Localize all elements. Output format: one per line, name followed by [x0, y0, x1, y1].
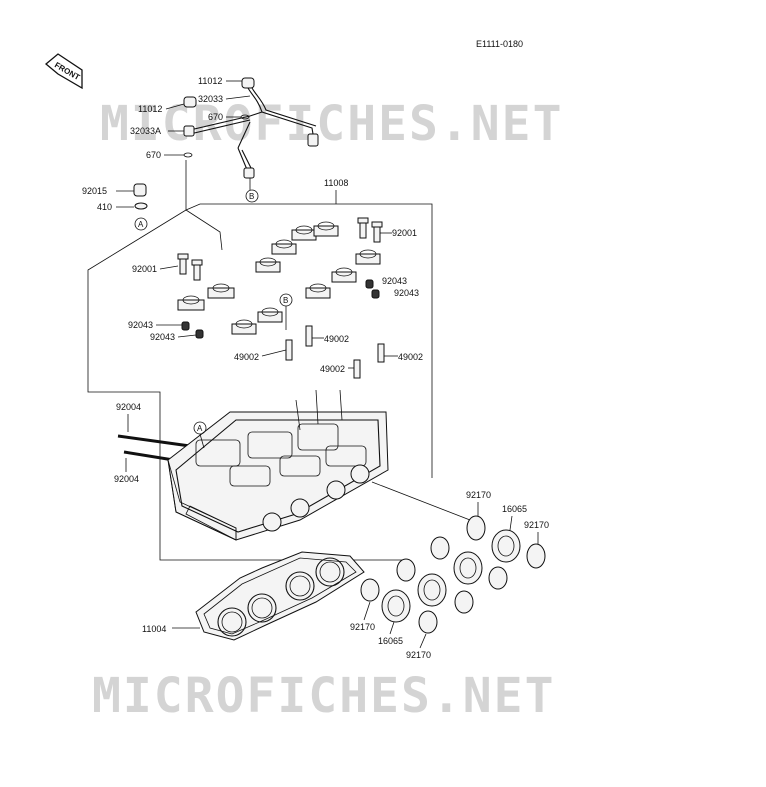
callout-a-left: A	[134, 217, 148, 231]
front-arrow-icon: FRONT	[44, 53, 83, 90]
callout-b-top: B	[245, 178, 259, 203]
label-49002-b: 49002	[234, 352, 259, 362]
watermark-bottom: MICROFICHES.NET	[92, 668, 555, 724]
intake-holders	[360, 515, 546, 634]
label-92001-right: 92001	[392, 228, 417, 238]
plug-92015	[133, 183, 147, 197]
label-92043-r2: 92043	[394, 288, 419, 298]
dowel-left-1	[181, 321, 190, 331]
callout-b-mid: B	[279, 293, 293, 330]
label-92170-d: 92170	[406, 650, 431, 660]
svg-text:B: B	[283, 296, 288, 305]
label-92004-bot: 92004	[114, 474, 139, 484]
label-32033A: 32033A	[130, 126, 161, 136]
label-670-top: 670	[208, 112, 223, 122]
label-32033: 32033	[198, 94, 223, 104]
label-16065-b: 16065	[378, 636, 403, 646]
label-49002-c: 49002	[320, 364, 345, 374]
label-92170-b: 92170	[524, 520, 549, 530]
figure-code: E1111-0180	[476, 39, 523, 49]
label-92043-l1: 92043	[128, 320, 153, 330]
label-92015: 92015	[82, 186, 107, 196]
oring-410	[134, 202, 148, 210]
label-16065-a: 16065	[502, 504, 527, 514]
label-11012-top: 11012	[198, 76, 222, 86]
label-92043-r1: 92043	[382, 276, 407, 286]
dowel-right-1	[365, 279, 374, 289]
label-11004: 11004	[142, 624, 166, 634]
label-92004-top: 92004	[116, 402, 141, 412]
svg-text:B: B	[249, 192, 254, 201]
oil-pipe-assembly	[183, 77, 319, 179]
label-49002-a: 49002	[324, 334, 349, 344]
callout-a-head: A	[193, 421, 207, 449]
label-92043-l2: 92043	[150, 332, 175, 342]
label-92001-left: 92001	[132, 264, 157, 274]
label-92170-a: 92170	[466, 490, 491, 500]
bolts-92001	[177, 217, 383, 281]
label-11012-mid: 11012	[138, 104, 162, 114]
label-92170-c: 92170	[350, 622, 375, 632]
label-49002-d: 49002	[398, 352, 423, 362]
watermark-top: MICROFICHES.NET	[100, 96, 563, 152]
label-410: 410	[97, 202, 112, 212]
dowel-left-2	[195, 329, 204, 339]
svg-text:A: A	[138, 220, 144, 229]
dowel-right-2	[371, 289, 380, 299]
label-11008: 11008	[324, 178, 348, 188]
head-gasket	[195, 551, 365, 641]
camshaft-caps	[177, 221, 381, 335]
label-670-left: 670	[146, 150, 161, 160]
svg-text:A: A	[197, 424, 203, 433]
cylinder-head	[167, 389, 389, 541]
